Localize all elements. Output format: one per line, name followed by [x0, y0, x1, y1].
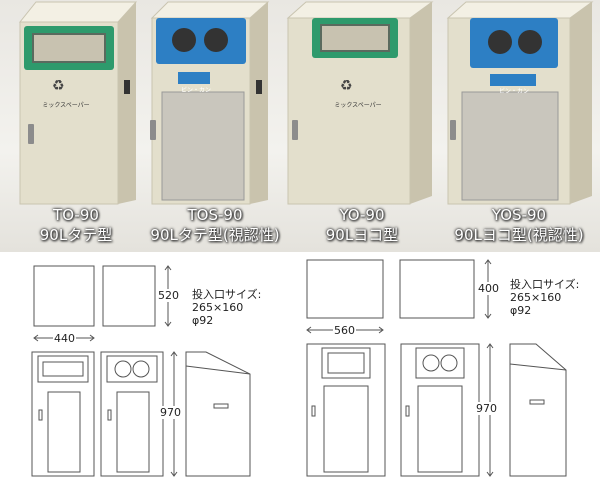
bin-label: ミックスペーパー	[42, 102, 90, 109]
lock-icon	[450, 120, 456, 140]
svg-text:♻: ♻	[52, 78, 65, 94]
yoko-height-label: 970	[476, 402, 497, 415]
product-photo-strip: ♻ ミックスペーパー TO-90 90Lタテ型 ビン・カン TOS-90 90L…	[0, 0, 600, 252]
bin-photo-tos-90	[150, 1, 270, 205]
yoko-depth-label: 400	[478, 282, 499, 295]
product-yos-90: ビン・カン YOS-90 90Lヨコ型(視認性)	[438, 0, 600, 252]
lock-icon	[28, 124, 34, 144]
spec-title: 投入口サイズ:	[192, 288, 262, 301]
model-desc: 90Lヨコ型	[325, 226, 399, 244]
bin-label: ビン・カン	[180, 87, 211, 94]
dimension-drawings: 440 520 970 投入口サイズ: 265×160 φ92 560 400 …	[0, 252, 600, 483]
product-yo-90: ♻ ミックスペーパー YO-90 90Lヨコ型	[282, 0, 442, 252]
tate-depth-label: 520	[158, 289, 179, 302]
tate-opening-spec: 投入口サイズ: 265×160 φ92	[192, 288, 261, 327]
tate-height-label: 970	[160, 406, 181, 419]
lock-icon	[292, 120, 298, 140]
model-desc: 90Lヨコ型(視認性)	[454, 226, 584, 244]
yoko-width-label: 560	[333, 324, 356, 337]
product-to-90: ♻ ミックスペーパー TO-90 90Lタテ型	[6, 0, 146, 252]
model-desc: 90Lタテ型	[39, 226, 113, 244]
bin-label: ミックスペーパー	[334, 102, 382, 109]
svg-text:♻: ♻	[340, 78, 353, 94]
model-name: YOS-90	[491, 206, 547, 224]
model-desc: 90Lタテ型(視認性)	[150, 226, 280, 244]
spec-size: 265×160	[192, 301, 244, 314]
bin-photo-to-90: ♻	[18, 1, 138, 205]
spec-diameter: φ92	[192, 314, 214, 327]
lock-icon	[150, 120, 156, 140]
model-name: YO-90	[339, 206, 385, 224]
model-name: TO-90	[53, 206, 99, 224]
product-tos-90: ビン・カン TOS-90 90Lタテ型(視認性)	[140, 0, 290, 252]
model-name: TOS-90	[187, 206, 243, 224]
spec-size: 265×160	[510, 291, 562, 304]
spec-diameter: φ92	[510, 304, 532, 317]
bin-photo-yos-90	[446, 1, 594, 205]
spec-title: 投入口サイズ:	[510, 278, 580, 291]
bin-label: ビン・カン	[498, 88, 529, 95]
tate-width-label: 440	[53, 332, 76, 345]
bin-photo-yo-90: ♻	[286, 1, 434, 205]
yoko-opening-spec: 投入口サイズ: 265×160 φ92	[510, 278, 579, 317]
